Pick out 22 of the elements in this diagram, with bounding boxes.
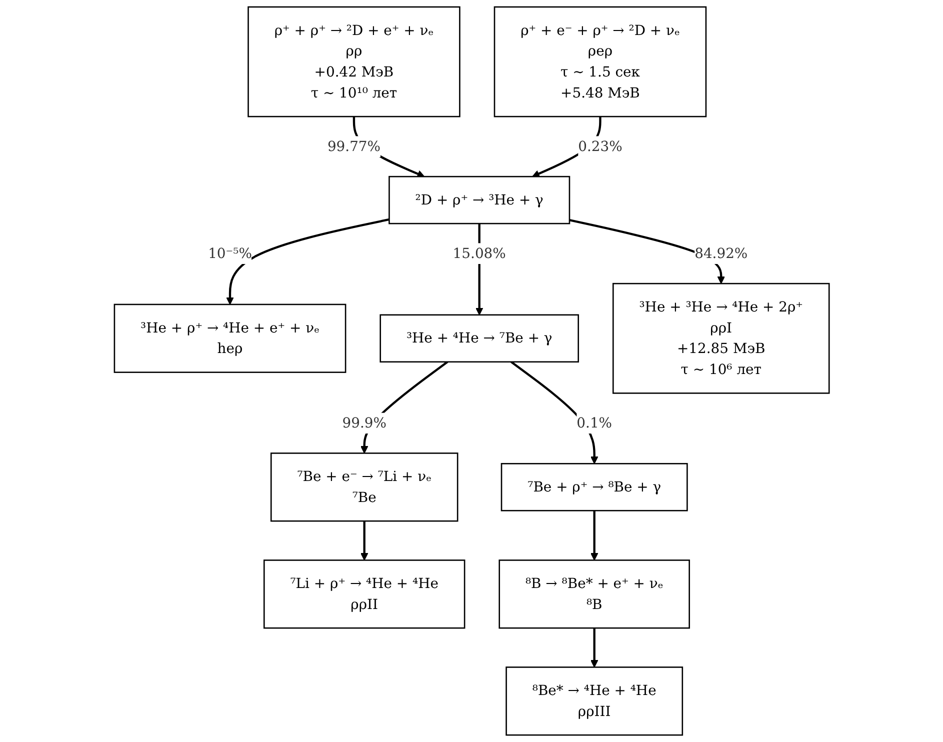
node-box: ³He + ³He → ⁴He + 2ρ⁺ ρρI +12.85 МэВ τ ∼ 10⁶ лет [612,282,830,394]
edge-label: 99.77% [327,138,380,154]
edge-label: 0.1% [576,414,612,432]
arrow [590,510,598,561]
node-box: ³He + ⁴He → ⁷Be + γ [379,314,579,363]
node-box: ⁷Li + ρ⁺ → ⁴He + ⁴He ρρII [263,560,465,629]
node-box: ⁸B → ⁸Be* + e⁺ + νₑ ⁸B [498,560,690,629]
edge-label: 10⁻⁵% [208,244,252,262]
arrow [226,218,390,305]
edge-label: 99.9% [342,414,386,432]
node-box: ²D + ρ⁺ → ³He + γ [388,176,570,224]
node-box: ρ⁺ + ρ⁺ → ²D + e⁺ + νₑ ρρ +0.42 МэВ τ ∼ 10¹⁰ лет [247,6,460,118]
node-box: ⁷Be + e⁻ → ⁷Li + νₑ ⁷Be [270,452,458,522]
arrow [360,521,368,561]
node-box: ρ⁺ + e⁻ + ρ⁺ → ²D + νₑ ρeρ τ ∼ 1.5 сек +5.48 МэВ [494,6,706,118]
node-box: ⁷Be + ρ⁺ → ⁸Be + γ [500,462,688,512]
arrow [590,628,598,668]
edge-label: 15.08% [452,244,506,262]
node-box: ³He + ρ⁺ → ⁴He + e⁺ + νₑ heρ [114,304,346,373]
edge-label: 0.23% [578,138,622,154]
edge-label: 84.92% [694,244,748,262]
node-box: ⁸Be* → ⁴He + ⁴He ρρIII [505,666,683,736]
